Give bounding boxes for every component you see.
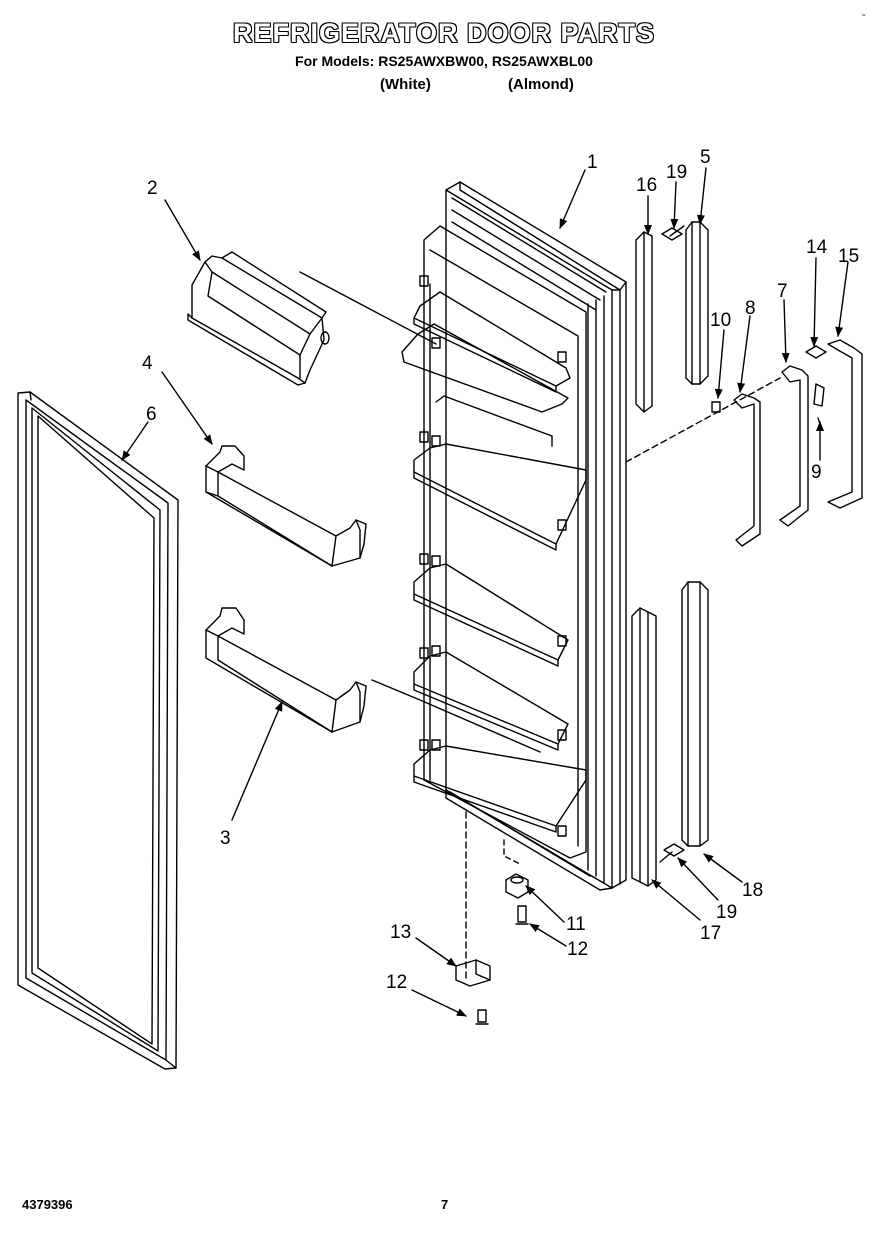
callout-4: 4 bbox=[142, 353, 153, 374]
models-line: For Models: RS25AWXBW00, RS25AWXBL00 bbox=[295, 53, 593, 69]
connector-dairy bbox=[299, 271, 437, 345]
callout-14: 14 bbox=[806, 237, 828, 258]
leader-19b bbox=[677, 857, 719, 901]
handle-hardware bbox=[625, 339, 863, 547]
leader-15 bbox=[835, 261, 849, 337]
callout-13: 13 bbox=[390, 922, 411, 943]
door-gasket bbox=[17, 391, 179, 1070]
leader-17 bbox=[651, 879, 701, 921]
leader-4 bbox=[161, 371, 213, 445]
callout-3: 3 bbox=[220, 828, 231, 849]
leader-12a bbox=[529, 923, 567, 947]
callout-8: 8 bbox=[745, 298, 756, 319]
callout-9: 9 bbox=[811, 462, 822, 483]
leader-1 bbox=[559, 169, 586, 229]
callout-19b: 19 bbox=[716, 902, 737, 923]
leader-10 bbox=[714, 329, 725, 399]
leader-12b bbox=[411, 989, 467, 1017]
lower-door-bin bbox=[205, 607, 367, 733]
door-liner bbox=[401, 181, 627, 891]
hinge-hardware bbox=[455, 811, 529, 1025]
leader-19a bbox=[670, 181, 679, 229]
leader-11 bbox=[525, 885, 565, 923]
lower-door-trim bbox=[631, 581, 709, 887]
callout-17: 17 bbox=[700, 923, 721, 944]
document-number: 4379396 bbox=[22, 1197, 73, 1212]
leader-lines bbox=[121, 167, 849, 1017]
connector-bin bbox=[371, 679, 541, 753]
leader-8 bbox=[737, 315, 751, 393]
corner-mark: ˝ bbox=[862, 14, 866, 25]
leader-2 bbox=[164, 199, 201, 261]
callout-12b: 12 bbox=[386, 972, 407, 993]
leader-7 bbox=[781, 299, 790, 363]
callout-5: 5 bbox=[700, 147, 711, 168]
callout-11: 11 bbox=[566, 914, 586, 935]
upper-door-bin bbox=[205, 445, 367, 567]
upper-door-trim bbox=[635, 221, 709, 413]
callout-16: 16 bbox=[636, 175, 657, 196]
callout-12a: 12 bbox=[567, 939, 588, 960]
dairy-bin bbox=[187, 251, 330, 386]
leader-14 bbox=[810, 257, 819, 347]
leader-3 bbox=[231, 701, 283, 821]
variant-white-label: (White) bbox=[380, 76, 431, 93]
leader-5 bbox=[696, 167, 707, 225]
callout-10: 10 bbox=[710, 310, 731, 331]
leader-18 bbox=[703, 853, 743, 883]
callout-19a: 19 bbox=[666, 162, 687, 183]
callout-6: 6 bbox=[146, 404, 157, 425]
callout-15: 15 bbox=[838, 246, 859, 267]
page-title: REFRIGERATOR DOOR PARTS bbox=[232, 18, 655, 48]
callout-2: 2 bbox=[147, 178, 158, 199]
callout-18: 18 bbox=[742, 880, 763, 901]
page-number: 7 bbox=[441, 1197, 449, 1212]
leader-13 bbox=[415, 937, 457, 967]
leader-6 bbox=[121, 421, 149, 461]
callout-7: 7 bbox=[777, 281, 788, 302]
variant-almond-label: (Almond) bbox=[508, 76, 574, 93]
callout-1: 1 bbox=[587, 152, 598, 173]
